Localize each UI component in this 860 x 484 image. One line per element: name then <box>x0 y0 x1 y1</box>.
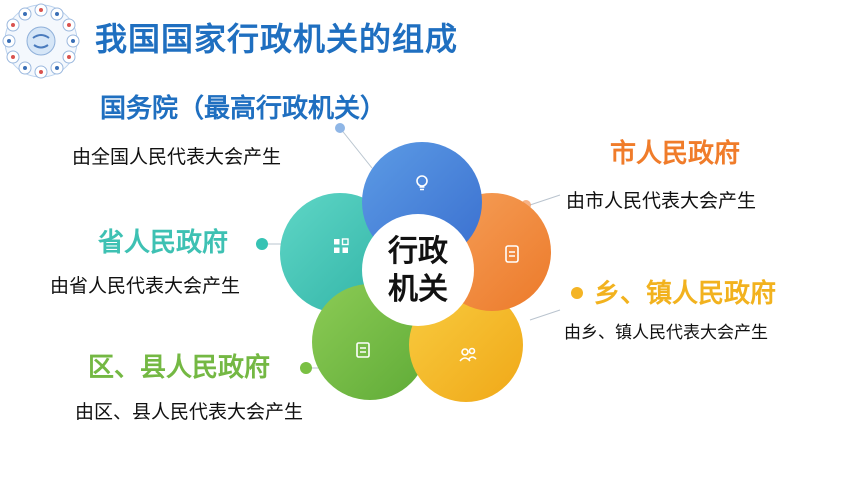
connector-dots <box>256 123 583 374</box>
zodiac-logo-icon <box>2 3 80 79</box>
label-district-county: 区、县人民政府 <box>88 353 271 383</box>
center-label: 行政 机关 <box>362 233 474 309</box>
desc-city: 由市人民代表大会产生 <box>566 190 757 212</box>
center-label-line1: 行政 <box>388 234 448 269</box>
document-icon <box>505 245 519 263</box>
label-township: 乡、镇人民政府 <box>594 279 777 309</box>
label-province: 省人民政府 <box>98 228 229 258</box>
label-city: 市人民政府 <box>610 139 741 169</box>
center-circle <box>362 214 474 326</box>
desc-district-county: 由区、县人民代表大会产生 <box>75 401 304 423</box>
desc-province: 由省人民代表大会产生 <box>50 275 241 297</box>
lightbulb-icon <box>416 175 428 191</box>
desc-township: 由乡、镇人民代表大会产生 <box>564 323 768 343</box>
label-state-council: 国务院（最高行政机关） <box>100 94 387 124</box>
people-icon <box>459 347 477 362</box>
center-label-line2: 机关 <box>388 272 448 307</box>
page-title: 我国国家行政机关的组成 <box>95 20 459 58</box>
clipboard-icon <box>356 342 370 358</box>
desc-state-council: 由全国人民代表大会产生 <box>72 146 282 168</box>
grid-icon <box>334 238 349 253</box>
